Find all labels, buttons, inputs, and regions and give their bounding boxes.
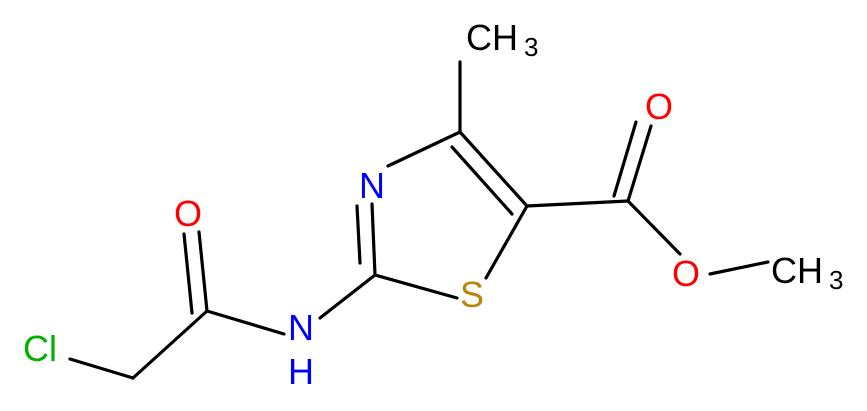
atom-nh-n: N — [288, 307, 314, 348]
atom-ch3-ester-sub: 3 — [829, 265, 843, 295]
bond-n3-c2-second — [355, 204, 362, 265]
atom-ch3-ring-main: CH — [466, 17, 518, 58]
bond-c5-ccarboxyl — [525, 199, 630, 208]
bond-c-o-carbonyl-second — [612, 120, 638, 198]
bond-camide-ch2 — [131, 309, 209, 380]
bond-c4-c5 — [458, 130, 529, 208]
bond-camide-o — [197, 230, 209, 313]
atom-ch3-ester-main: CH — [771, 250, 823, 291]
bond-n3-c2 — [370, 202, 377, 277]
bond-c4-n3 — [386, 130, 462, 168]
atom-s-ring: S — [460, 274, 484, 315]
bond-nh-camide — [205, 309, 286, 336]
atom-n-ring: N — [359, 165, 385, 206]
bond-o-ch3 — [708, 260, 770, 276]
atom-nh-h: H — [288, 351, 314, 392]
bond-camide-o-second — [182, 232, 194, 315]
atom-o-carbonyl-ester: O — [645, 86, 673, 127]
atom-ch3-ring: CH 3 — [466, 17, 538, 62]
bond-c-o-carbonyl — [626, 124, 653, 203]
atom-ch3-ring-sub: 3 — [524, 32, 538, 62]
atom-o-carbonyl-amide: O — [174, 193, 202, 234]
bond-c2-s1 — [373, 273, 459, 300]
bonds — [68, 60, 770, 380]
atom-o-ether-ester: O — [672, 253, 700, 294]
atom-labels: N S O O O N H Cl CH 3 CH 3 — [23, 17, 843, 392]
bond-c4-c5-second — [450, 145, 514, 216]
atom-cl: Cl — [23, 328, 57, 369]
atom-nh-amide: N H — [288, 307, 314, 392]
bond-c-o-ether — [626, 199, 682, 256]
bond-ch2-cl — [68, 357, 135, 380]
bond-c2-nh — [318, 273, 377, 320]
atom-ch3-ester: CH 3 — [771, 250, 843, 295]
bond-s1-c5 — [484, 204, 529, 280]
